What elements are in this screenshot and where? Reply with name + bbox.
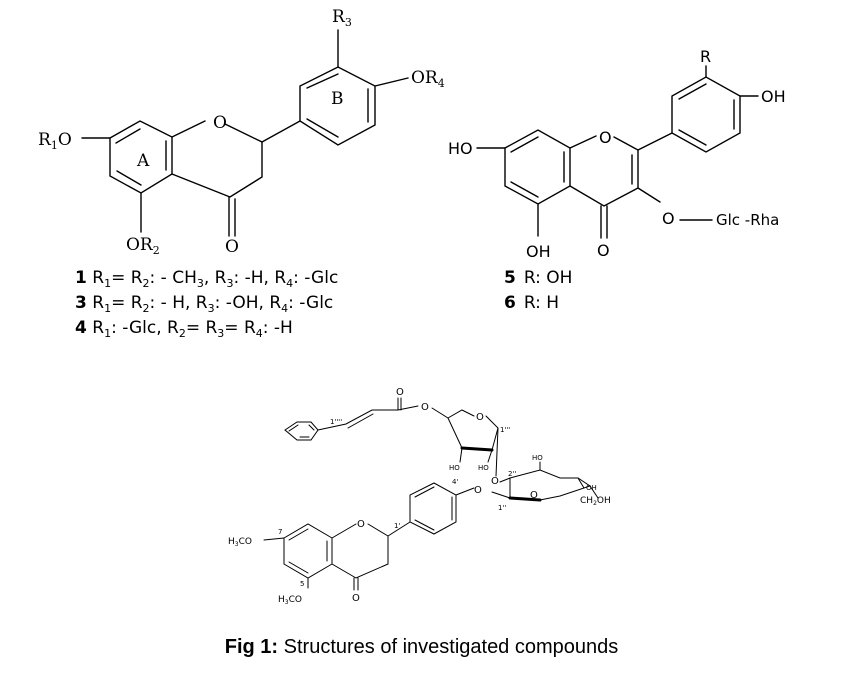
label-ether-o: O (662, 209, 675, 228)
ring-b-bonds (261, 29, 409, 146)
bottom-labels: O O 1'''' O 1''' HO HO O 2'' HO OH CH2OH… (228, 387, 611, 606)
label-carbonyl-o-flavonol: O (597, 241, 610, 260)
label-carbonyl-o-bottom: O (352, 593, 360, 604)
ring-c-bonds (171, 120, 263, 237)
label-fur-o: O (476, 412, 484, 423)
compound-6-number: 6 (504, 293, 516, 313)
label-carbonyl-o: O (225, 237, 239, 257)
label-ho-b: HO (478, 464, 489, 472)
caption-label: Fig 1: (224, 636, 279, 658)
phenyl-ring (284, 421, 319, 441)
compound-3-number: 3 (75, 293, 87, 313)
compound-4-number: 4 (75, 318, 87, 338)
structure-flavonol: R OH HO O O Glc -Rha OH O 5 R: OH 6 R: H (448, 47, 786, 313)
label-ho-c: HO (532, 454, 543, 462)
compound-4-line: 4 R1: -Glc, R2= R3= R4: -H (75, 318, 293, 340)
label-ring-o: O (213, 113, 227, 133)
compound-3-line: 3 R1= R2: - H, R3: -OH, R4: -Glc (75, 293, 333, 315)
compound-1-line: 1 R1= R2: - CH3, R3: -H, R4: -Glc (75, 268, 338, 290)
label-pos-7: 7 (278, 528, 282, 536)
label-ring-o-bottom: O (357, 519, 365, 530)
flavonol-ring-b (637, 65, 759, 153)
compound-list-right: 5 R: OH 6 R: H (504, 268, 572, 313)
label-or4: OR4 (411, 68, 445, 90)
label-glc-o: O (530, 490, 538, 501)
glucose-ring (491, 461, 599, 502)
label-r3: R3 (332, 7, 352, 29)
label-h3co-7: H3CO (228, 537, 252, 548)
label-pos-1ppp: 1''' (500, 426, 510, 434)
label-pos-2pp: 2'' (508, 470, 516, 478)
label-pos-1p: 1' (394, 522, 400, 530)
label-oh-b: OH (761, 87, 786, 106)
aglycone-ring-b (387, 482, 475, 537)
compound-6-text: R: H (524, 293, 559, 313)
compound-1-number: 1 (75, 268, 87, 288)
aglycone-rings-ac (263, 523, 389, 591)
label-oh-d: OH (586, 484, 597, 492)
label-r1o: R1O (38, 130, 72, 152)
label-c-carbonyl-o: O (396, 387, 404, 398)
label-sugar: Glc -Rha (716, 211, 779, 229)
compound-5-number: 5 (504, 268, 516, 288)
figure-caption: Fig 1: Structures of investigated compou… (0, 636, 843, 659)
label-r: R (700, 47, 711, 66)
label-pos-5: 5 (300, 580, 304, 588)
cinnamoyl-chain (317, 397, 449, 431)
furanose-ring (447, 409, 499, 477)
compound-list-left: 1 R1= R2: - CH3, R3: -H, R4: -Glc 3 R1= … (75, 268, 338, 340)
label-ho-a: HO (449, 464, 460, 472)
flavonol-ring-a (504, 129, 571, 205)
structure-flavanone: R3 OR4 R1O O A B O OR2 1 R1= R2: - CH3, … (38, 7, 445, 340)
flavonol-ring-c (569, 135, 713, 239)
label-or2: OR2 (126, 235, 160, 257)
label-ring-b: B (331, 89, 344, 109)
label-ester-o: O (421, 402, 429, 413)
label-pos-1pppp: 1'''' (330, 418, 342, 426)
label-pos-1pp: 1'' (498, 504, 506, 512)
label-ring-o-flavonol: O (599, 128, 612, 147)
label-h3co-5: H3CO (278, 595, 302, 606)
label-pos-4p: 4' (452, 478, 458, 486)
label-aglc-o: O (474, 485, 482, 496)
label-oh-5: OH (526, 242, 551, 261)
caption-text: Structures of investigated compounds (278, 636, 619, 658)
label-ring-a: A (136, 151, 150, 171)
structure-cinnamoyl-glycoside: O O 1'''' O 1''' HO HO O 2'' HO OH CH2OH… (228, 387, 611, 606)
compound-5-text: R: OH (524, 268, 573, 288)
label-ch2oh: CH2OH (580, 496, 611, 507)
label-link-o: O (491, 476, 499, 487)
label-ho-a: HO (448, 139, 473, 158)
compound-6-line: 6 R: H (504, 293, 559, 313)
compound-5-line: 5 R: OH (504, 268, 572, 288)
